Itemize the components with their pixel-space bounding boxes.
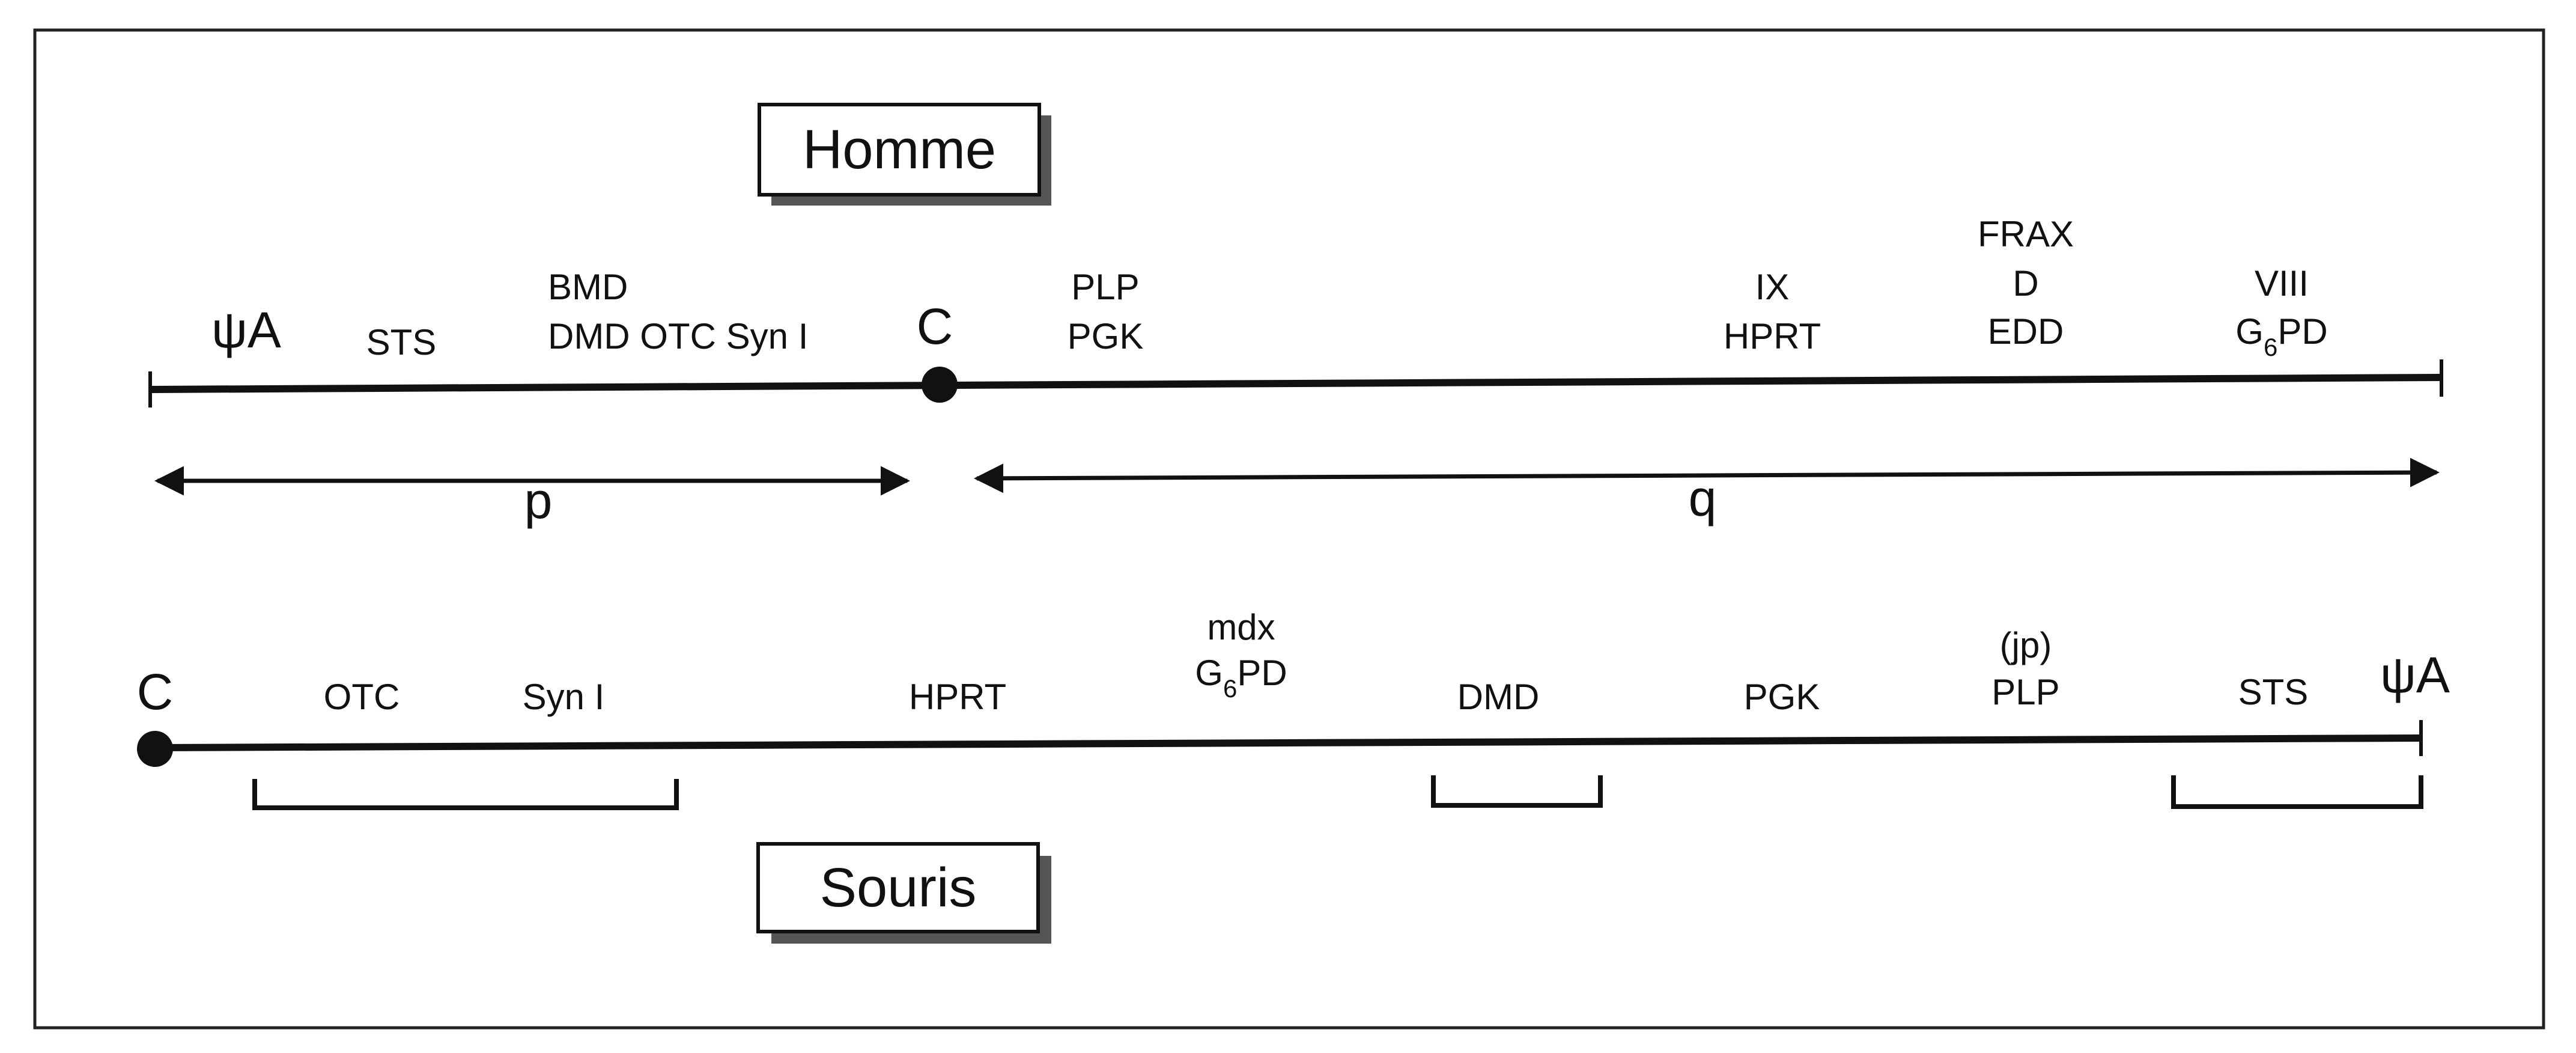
q-arm-label: q <box>1689 470 1717 526</box>
mouse-chromosome <box>137 720 2423 767</box>
mouse-otc-label: OTC <box>324 677 400 717</box>
mouse-g6pd-label: G6PD <box>1195 653 1287 703</box>
human-bmd-label: BMD <box>548 267 628 307</box>
human-plp-label: PLP <box>1071 267 1139 307</box>
human-d-label: D <box>2012 263 2038 304</box>
mouse-sts-label: STS <box>2238 672 2309 712</box>
human-chromosome-line <box>150 374 2442 393</box>
homme-label: Homme <box>803 119 996 180</box>
mouse-centromere-label: C <box>137 664 174 720</box>
mouse-mdx-label: mdx <box>1207 607 1275 647</box>
mouse-chromosome-line <box>154 734 2422 751</box>
bracket-dmd <box>1431 775 1603 808</box>
souris-label: Souris <box>820 857 977 918</box>
p-arm-label: p <box>524 472 553 529</box>
bracket-sts <box>2171 775 2423 809</box>
human-hprt-label: HPRT <box>1724 316 1821 356</box>
mouse-syn-label: Syn I <box>523 677 605 717</box>
q-arm-arrow <box>974 457 2440 493</box>
human-frax-label: FRAX <box>1978 214 2074 254</box>
mouse-psiA-label: ψA <box>2380 647 2450 703</box>
human-centromere-label: C <box>917 298 953 355</box>
mouse-centromere <box>137 731 173 767</box>
human-pgk-label: PGK <box>1068 316 1144 356</box>
human-g6pd-label: G6PD <box>2235 311 2327 361</box>
mouse-jp-label: (jp) <box>2000 625 2052 665</box>
mouse-hprt-label: HPRT <box>909 677 1006 717</box>
human-psiA-label: ψA <box>211 302 281 358</box>
mouse-pgk-label: PGK <box>1744 677 1820 717</box>
human-edd-label: EDD <box>1988 311 2064 352</box>
bracket-otc-syn <box>252 779 679 810</box>
human-viii-label: VIII <box>2255 263 2309 304</box>
human-dmd-otc-syn-label: DMD OTC Syn I <box>548 316 808 356</box>
human-ix-label: IX <box>1755 267 1790 307</box>
mouse-dmd-label: DMD <box>1457 677 1540 717</box>
mouse-plp-label: PLP <box>1991 672 2059 712</box>
human-sts-label: STS <box>366 322 437 362</box>
outer-frame <box>33 28 2545 1030</box>
homme-label-box: Homme <box>758 103 1051 206</box>
human-centromere <box>922 367 958 403</box>
human-chromosome <box>148 359 2443 407</box>
souris-label-box: Souris <box>756 842 1051 944</box>
